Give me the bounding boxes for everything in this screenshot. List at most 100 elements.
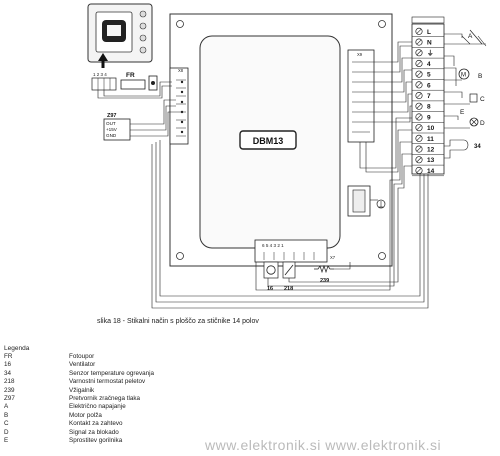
terminal-label: 8 [427,104,431,111]
legend-code: B [4,411,9,419]
terminal-row: L [412,27,444,37]
legend-description: Sprostitev gorilnika [69,436,123,444]
terminal-label: 6 [427,82,431,89]
legend-code: C [4,420,9,428]
legend-row: C Kontakt za zahtevo [4,420,334,428]
legend-code: E [4,436,9,444]
terminal-label: N [427,39,432,46]
legend-description: Fotoupor [69,353,95,360]
legend-row: 16 Ventilator [4,361,334,369]
terminal-rows: LN ⏚ 4 5 6 7 8 9 10 11 12 13 14 [412,27,444,177]
terminal-row: 4 [412,59,444,70]
x8-label: X8 [178,68,184,73]
terminal-label: 11 [427,136,434,143]
external-wiring [444,33,487,159]
x7-connector: 6 5 4 3 2 1 X7 [254,239,336,263]
legend-description: Pretvornik zračnega tlaka [69,394,141,402]
legend: FR Fotoupor 16 Ventilator 34 Senzor temperatu… [4,353,334,445]
x6-connector: 1 2 3 4 X6 [91,72,117,91]
legend-row: D Signal za blokado [4,429,334,437]
legend-code: 218 [4,378,15,386]
display-module [87,3,153,63]
board-label: DBM13 [253,136,284,146]
terminal-label: 10 [427,125,435,132]
legend-row: 34 Senzor temperature ogrevanja [4,370,334,378]
legend-row: 239 Vžigalnik [4,387,334,395]
legend-description: Vžigalnik [69,386,95,394]
terminal-label: 12 [427,146,435,153]
legend-description: Električno napajanje [69,403,126,411]
motor-m-label: M [461,73,466,79]
block-signal-d: D E [460,109,485,127]
terminal-row: 14 [412,166,444,177]
fr-photocell: FR [120,72,158,91]
z97-title: Z97 [107,113,116,119]
legend-row: B Motor polža [4,412,334,420]
legend-description: Motor polža [69,411,102,419]
power-supply-a: A [468,29,483,45]
fan-16: 16 [263,261,279,292]
legend-row: 218 Varnostni termostat peletov [4,378,334,386]
legend-code: 16 [4,361,12,369]
legend-row: Z97 Pretvornik zračnega tlaka [4,395,334,403]
terminal-row: N [412,38,444,48]
z97-line-1: OUT [106,121,116,126]
legend-code: D [4,428,9,436]
legend-row: E Sprostitev gorilnika [4,437,334,445]
legend-description: Varnostni termostat peletov [69,378,146,386]
igniter-label: 239 [320,278,329,284]
terminal-label: 14 [427,168,435,175]
terminal-row: 8 [412,102,444,112]
terminal-label: 9 [427,114,431,121]
x9-label: X9 [357,52,363,57]
igniter-239: 239 [314,264,334,284]
x9-connector: X9 [347,49,375,143]
label-c: C [480,96,485,103]
z97-block: Z97 OUT +15V GND [103,113,131,141]
x7-pin-numbers: 6 5 4 3 2 1 [262,243,284,248]
x6-pin-numbers: 1 2 3 4 [93,72,107,77]
sensor-34-label: 34 [474,144,481,150]
legend-description: Kontakt za zahtevo [69,420,123,428]
terminal-label: 13 [427,157,435,164]
legend-description: Senzor temperature ogrevanja [69,369,155,377]
terminal-label: L [427,29,431,36]
z97-line-2: +15V [106,127,118,132]
legend-row: FR Fotoupor [4,353,334,361]
terminal-label: ⏚ [427,49,434,57]
legend-description: Ventilator [69,361,96,369]
terminal-row: 9 [412,113,444,123]
terminal-row: 13 [412,156,444,166]
legend-row: A Električno napajanje [4,403,334,411]
terminal-row: 12 [412,145,444,155]
terminal-row: 10 [412,124,444,134]
terminal-label: 4 [427,61,431,68]
legend-code: Z97 [4,394,15,402]
terminal-row: 5 [412,70,444,80]
z97-line-3: GND [106,133,117,138]
terminal-row: ⏚ [412,49,444,59]
fan-label: 16 [267,286,273,292]
fr-label: FR [126,72,135,79]
terminal-row: 7 [412,92,444,102]
legend-code: 239 [4,386,15,394]
legend-code: A [4,403,9,411]
legend-code: 34 [4,369,12,377]
contact-c: C [469,93,485,103]
terminal-label: 7 [427,93,431,100]
fuse-block [347,185,386,217]
x7-label: X7 [330,255,336,260]
arrow-up-icon [98,53,108,68]
label-a: A [468,33,473,40]
legend-code: FR [4,353,13,360]
wiring [97,41,429,309]
legend-title: Legenda [4,345,30,352]
terminal-row: 6 [412,81,444,91]
dbm13-board: DBM13 [199,35,341,249]
thermostat-218: 218 [282,261,296,292]
label-d: D [480,120,485,127]
legend-description: Signal za blokado [69,428,119,436]
terminal-label: 5 [427,72,431,79]
label-b: B [478,73,482,80]
